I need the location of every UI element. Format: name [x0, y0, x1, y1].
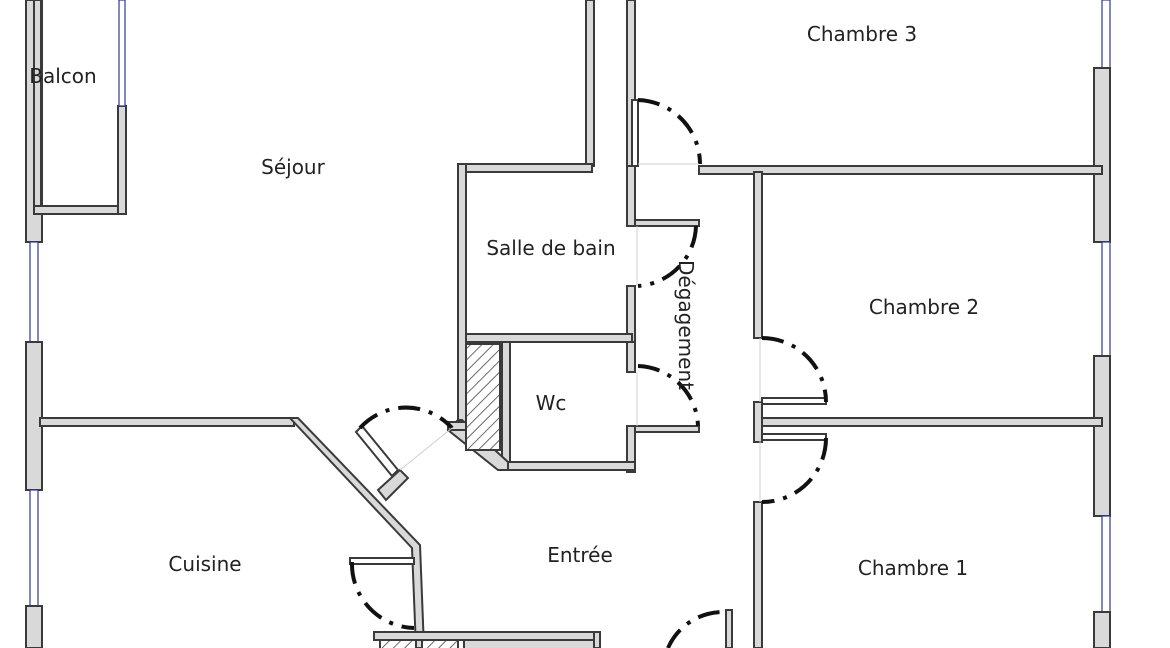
label-sejour: Séjour: [261, 155, 325, 179]
label-chambre2: Chambre 2: [869, 295, 979, 319]
label-wc: Wc: [536, 391, 567, 415]
shaft-hatch-bottom-1: [379, 639, 417, 648]
door-cuisine[interactable]: [349, 557, 415, 630]
label-degagement: Dégagement: [674, 260, 698, 390]
door-salle-de-bain[interactable]: [636, 225, 698, 288]
door-wc[interactable]: [636, 364, 700, 427]
interior-walls: [39, 0, 1103, 648]
door-entree[interactable]: [666, 609, 725, 648]
window-balcon: [118, 0, 126, 107]
shaft-hatch: [465, 343, 501, 451]
label-salle-de-bain: Salle de bain: [486, 236, 615, 260]
shaft-hatch-bottom-2: [421, 639, 459, 648]
label-chambre3: Chambre 3: [807, 22, 917, 46]
window-chambre1: [1101, 515, 1111, 613]
window-cuisine: [29, 489, 39, 607]
door-chambre2[interactable]: [759, 336, 828, 405]
door-chambre1[interactable]: [759, 433, 828, 504]
label-entree: Entrée: [547, 543, 613, 567]
door-chambre3[interactable]: [631, 98, 702, 167]
balcony-walls: [33, 0, 127, 215]
window-chambre2: [1101, 241, 1111, 357]
window-sejour: [29, 241, 39, 343]
door-sejour[interactable]: [354, 405, 454, 478]
label-chambre1: Chambre 1: [858, 556, 968, 580]
label-balcon: Balcon: [29, 64, 96, 88]
window-chambre3: [1101, 0, 1111, 69]
east-exterior-wall: [1093, 0, 1111, 648]
label-cuisine: Cuisine: [168, 552, 241, 576]
